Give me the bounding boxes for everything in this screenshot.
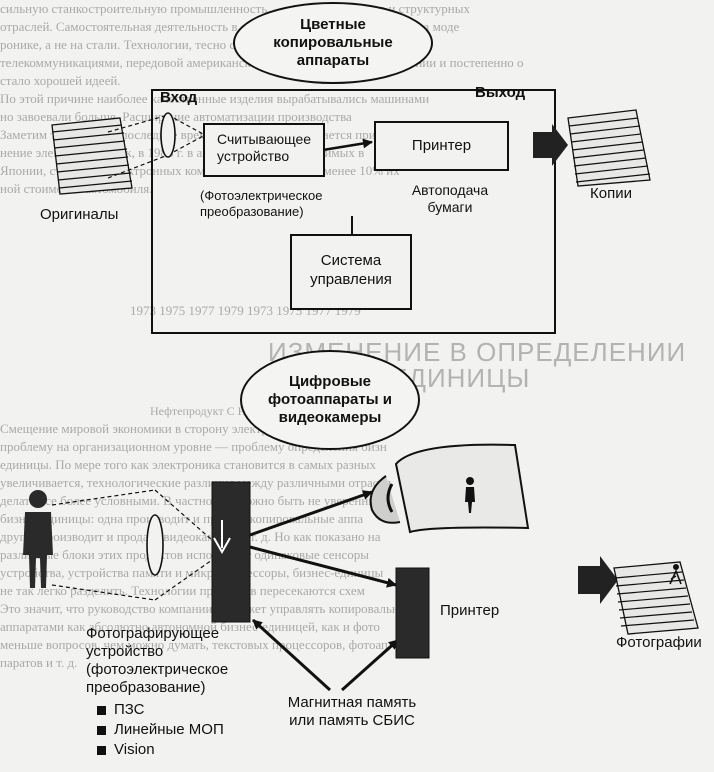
- background-line-top-5: стало хорошей идеей.: [0, 73, 121, 88]
- copier-frame: [151, 89, 556, 334]
- sensor-to-display-arrow: [249, 490, 373, 537]
- printer-label: Принтер: [411, 137, 472, 154]
- background-line-bottom-4: увеличивается, технологические различия …: [0, 475, 392, 490]
- originals-label: Оригиналы: [40, 206, 119, 223]
- memory-to-sensor-arrow: [251, 618, 332, 692]
- display-screen-icon: [369, 443, 530, 534]
- sensor-type-1: ПЗС: [114, 701, 145, 718]
- background-line-bottom-9: устройства, устройства памяти и микропро…: [0, 565, 384, 580]
- camera-device-line-2: устройство: [86, 643, 164, 660]
- background-line-bottom-6: бизнес-единицы: одна производит и продае…: [0, 511, 364, 526]
- reader-title: Считывающее устройство: [217, 131, 312, 164]
- person-icon: [23, 490, 53, 588]
- memory-to-printer-arrow: [341, 638, 399, 692]
- bullet-3-icon: [97, 746, 106, 755]
- copier-title: Цветные копировальные аппараты: [273, 16, 393, 69]
- autofeed-label: Автоподача бумаги: [411, 182, 489, 215]
- background-line-bottom-5: делать все более условными. В частности,…: [0, 493, 386, 508]
- photo-printer-bar: [395, 567, 430, 659]
- control-box: Система управления: [290, 234, 412, 310]
- camera-title: Цифровые фотоаппараты и видеокамеры: [268, 373, 392, 426]
- background-line-bottom-12: аппаратами как абсолютно автономной бизн…: [0, 619, 380, 634]
- background-line-bottom-11: Это значит, что руководство компании не …: [0, 601, 423, 616]
- background-line-bottom-3: единицы. По мере того как электроника ст…: [0, 457, 376, 472]
- memory-label: Магнитная память или память СБИС: [287, 694, 417, 729]
- sensor-down-arrow-icon: [213, 520, 231, 555]
- background-line-bottom-8: различные блоки этих продуктов использую…: [0, 547, 370, 562]
- sensor-type-2: Линейные МОП: [114, 721, 224, 738]
- background-line-bottom-14: паратов и т. д.: [0, 655, 78, 670]
- input-label: Вход: [160, 89, 198, 106]
- background-line-bottom-7: другая производит и продает видеокамеры …: [0, 529, 381, 544]
- photos-label: Фотографии: [616, 634, 702, 651]
- copies-label: Копии: [590, 185, 632, 202]
- sensor-to-printer-arrow: [249, 545, 397, 588]
- control-label: Система управления: [310, 252, 392, 288]
- camera-device-line-1: Фотографирующее: [86, 625, 220, 642]
- originals-stack-icon: [51, 117, 133, 195]
- camera-title-oval: Цифровые фотоаппараты и видеокамеры: [240, 350, 420, 450]
- sensor-type-3: Vision: [114, 741, 155, 758]
- photos-stack-icon: [613, 561, 699, 635]
- input-light-rays: [107, 114, 206, 179]
- photo-output-arrow-icon: [578, 556, 618, 604]
- camera-light-rays: [51, 489, 213, 601]
- reader-subtitle: (Фотоэлектрическое преобразование): [200, 188, 323, 219]
- bullet-2-icon: [97, 726, 106, 735]
- photo-printer-label: Принтер: [440, 602, 500, 619]
- bullet-1-icon: [97, 706, 106, 715]
- background-line-top-7: но завоевали больше. Расширение автомати…: [0, 109, 352, 124]
- camera-device-line-3: (фотоэлектрическое: [86, 661, 229, 678]
- reader-to-printer-arrow: [322, 138, 373, 152]
- background-line-bottom-10: не так легко разделить. Технологии проду…: [0, 583, 365, 598]
- sensor-block: [211, 481, 251, 623]
- background-line-bottom-13: меньше вопросов, чем можно думать, текст…: [0, 637, 389, 652]
- camera-lens-icon: [146, 514, 164, 576]
- output-arrow-icon: [533, 124, 568, 166]
- background-line-top-6: По этой причине наиболее качественные из…: [0, 91, 430, 106]
- copier-title-oval: Цветные копировальные аппараты: [233, 2, 433, 84]
- printer-box: Принтер: [374, 121, 509, 171]
- copies-stack-icon: [567, 109, 651, 187]
- input-lens-icon: [160, 112, 176, 158]
- reader-box: Считывающее устройство: [203, 123, 325, 177]
- output-label: Выход: [475, 84, 526, 101]
- camera-device-line-4: преобразование): [86, 679, 206, 696]
